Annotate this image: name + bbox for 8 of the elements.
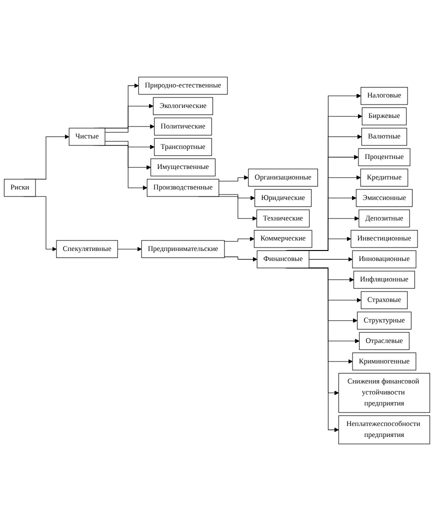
arrow: [117, 246, 142, 252]
arrow: [218, 194, 256, 200]
arrow: [308, 257, 353, 262]
arrow: [224, 236, 254, 242]
arrow: [224, 256, 258, 262]
arrow: [218, 175, 249, 182]
arrow: [104, 124, 155, 133]
arrow: [104, 140, 155, 150]
